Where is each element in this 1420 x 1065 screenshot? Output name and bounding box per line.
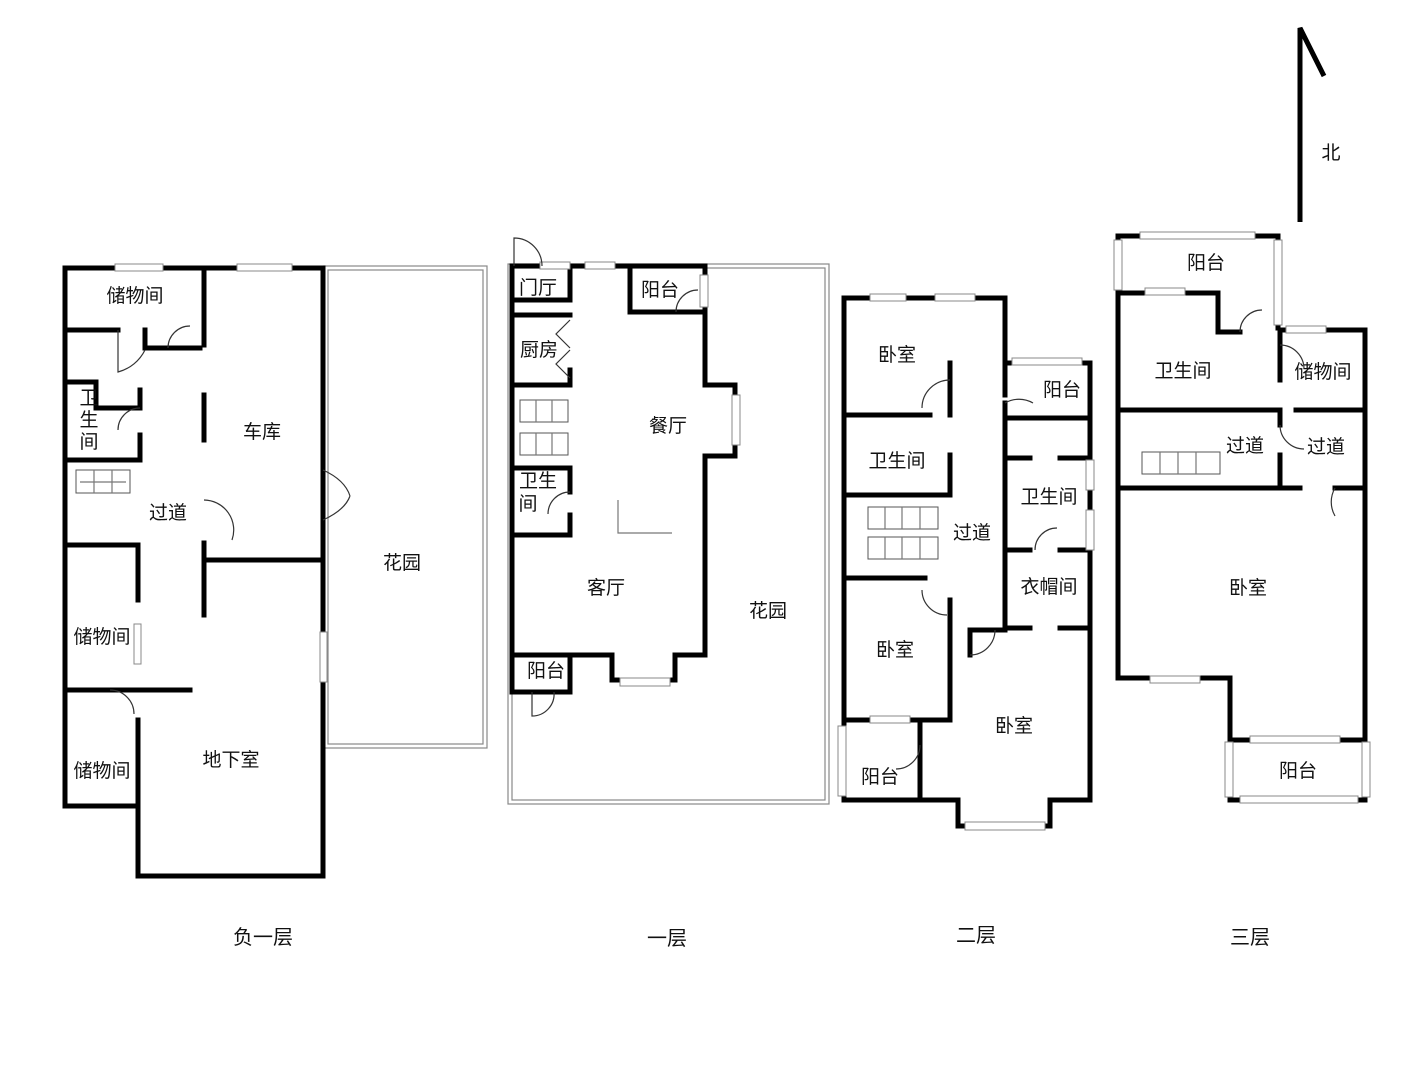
room-label: 生	[79, 409, 98, 431]
room-label: 卧室	[876, 639, 914, 661]
room-label: 卧室	[995, 715, 1033, 737]
room-label: 过道	[953, 522, 991, 544]
room-label: 储物间	[73, 626, 130, 648]
floor-2	[837, 293, 1095, 831]
room-label: 卫生间	[1020, 486, 1077, 508]
north-label: 北	[1321, 142, 1340, 164]
room-label: 阳台	[641, 279, 679, 301]
room-label: 卫生	[519, 470, 557, 492]
room-label: 储物间	[73, 760, 130, 782]
room-label: 阳台	[1279, 760, 1317, 782]
room-label: 餐厅	[649, 415, 687, 437]
room-label: 储物间	[1294, 361, 1351, 383]
room-label: 阳台	[861, 766, 899, 788]
room-label: 卫	[79, 387, 98, 409]
room-label: 间	[518, 493, 537, 515]
room-label: 卫生间	[868, 450, 925, 472]
room-label: 车库	[243, 421, 281, 443]
room-label: 过道	[1307, 436, 1345, 458]
room-label: 花园	[749, 600, 787, 622]
room-label: 卧室	[878, 344, 916, 366]
room-label: 客厅	[587, 577, 625, 599]
room-label: 花园	[383, 552, 421, 574]
floor-3	[1113, 231, 1371, 804]
room-label: 卫生间	[1154, 360, 1211, 382]
floor-b1	[62, 263, 488, 879]
floor-name: 三层	[1230, 925, 1270, 949]
room-label: 过道	[1226, 435, 1264, 457]
floor-name: 一层	[647, 926, 687, 950]
room-label: 地下室	[202, 749, 259, 771]
room-label: 间	[79, 431, 98, 453]
garden-outline	[323, 265, 488, 749]
room-label: 储物间	[106, 285, 163, 307]
room-label: 卧室	[1229, 577, 1267, 599]
room-label: 阳台	[1187, 252, 1225, 274]
room-label: 厨房	[520, 339, 558, 361]
floor-name: 负一层	[233, 925, 293, 949]
room-label: 阳台	[527, 660, 565, 682]
room-label: 衣帽间	[1020, 576, 1077, 598]
floor-name: 二层	[956, 923, 996, 947]
room-label: 阳台	[1043, 379, 1081, 401]
room-label: 过道	[149, 502, 187, 524]
north-arrow-icon	[1297, 26, 1327, 222]
room-label: 门厅	[519, 277, 557, 299]
floor-1	[507, 237, 830, 805]
